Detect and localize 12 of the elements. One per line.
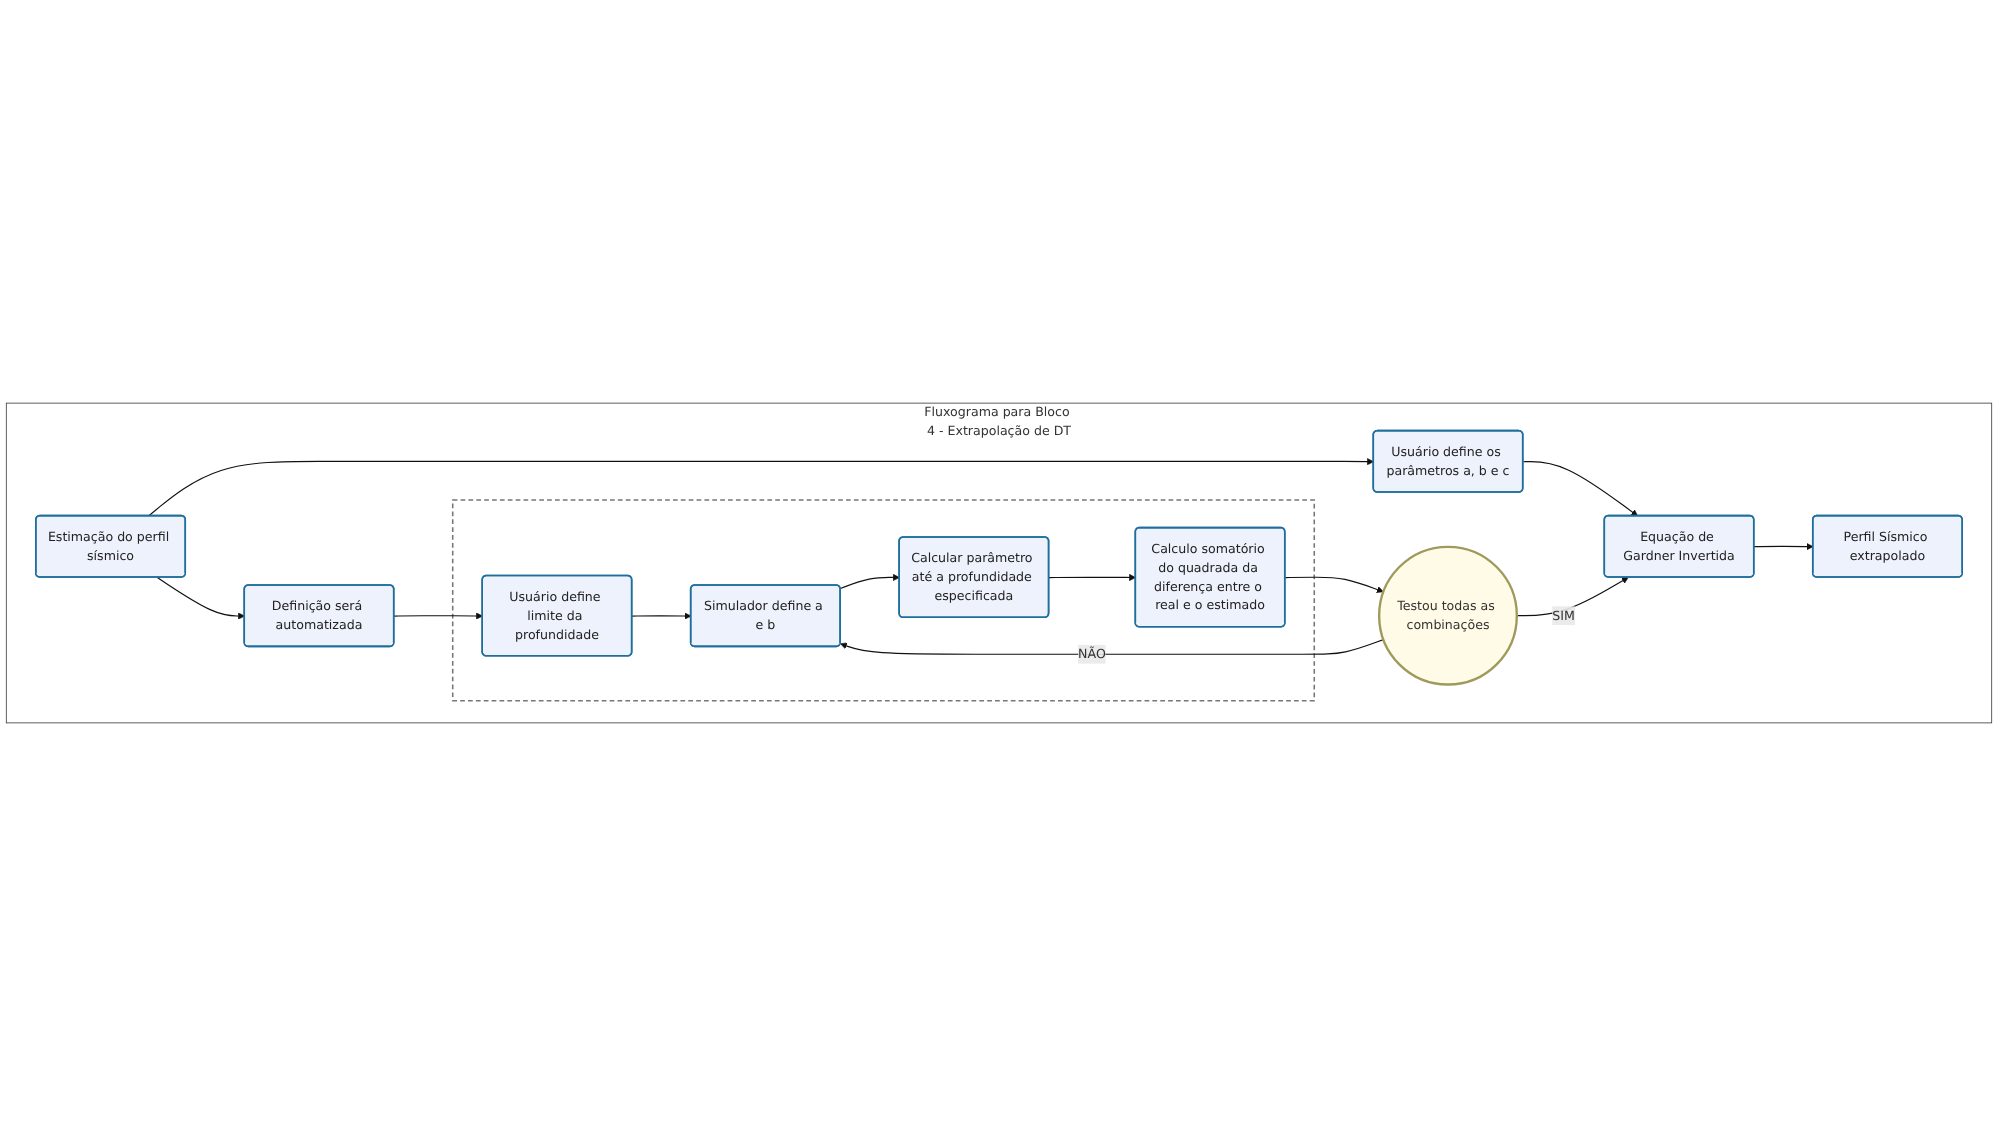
- arrow: [147, 458, 1374, 517]
- arrow: [840, 639, 1384, 655]
- arrow: [839, 574, 900, 590]
- arrow: [1753, 543, 1814, 551]
- arrow: [393, 612, 483, 620]
- cluster: [451, 499, 1316, 702]
- arrow: [631, 612, 692, 620]
- arrow: [1516, 577, 1629, 617]
- arrow: [156, 576, 245, 620]
- arrow: [1284, 576, 1384, 593]
- arrow: [1522, 461, 1638, 517]
- arrow: [1048, 574, 1136, 581]
